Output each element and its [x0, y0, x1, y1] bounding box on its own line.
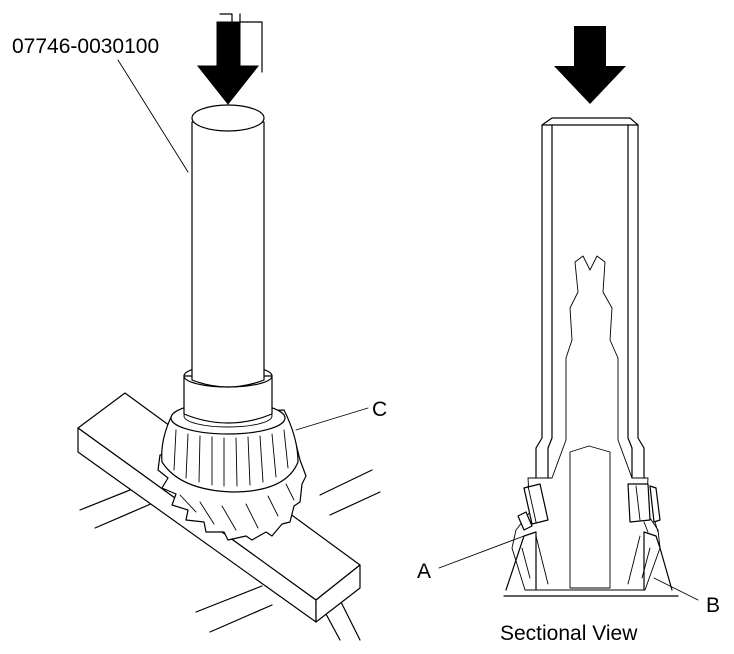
tool-number-label: 07746-0030100 [12, 35, 159, 58]
bearing-b-right-roller [627, 483, 661, 533]
bearing-a-left-roller [517, 483, 549, 531]
shaft-section [503, 255, 679, 597]
press-arrow-right [554, 26, 626, 104]
installer-tool-left [183, 104, 273, 424]
callout-a-label: A [417, 560, 431, 583]
press-arrow-left [196, 13, 263, 105]
callout-c-label: C [372, 398, 387, 421]
sectional-view-caption: Sectional View [500, 622, 638, 645]
callout-b-label: B [706, 594, 720, 617]
callout-lines [117, 59, 699, 601]
installer-tool-section [535, 117, 645, 479]
